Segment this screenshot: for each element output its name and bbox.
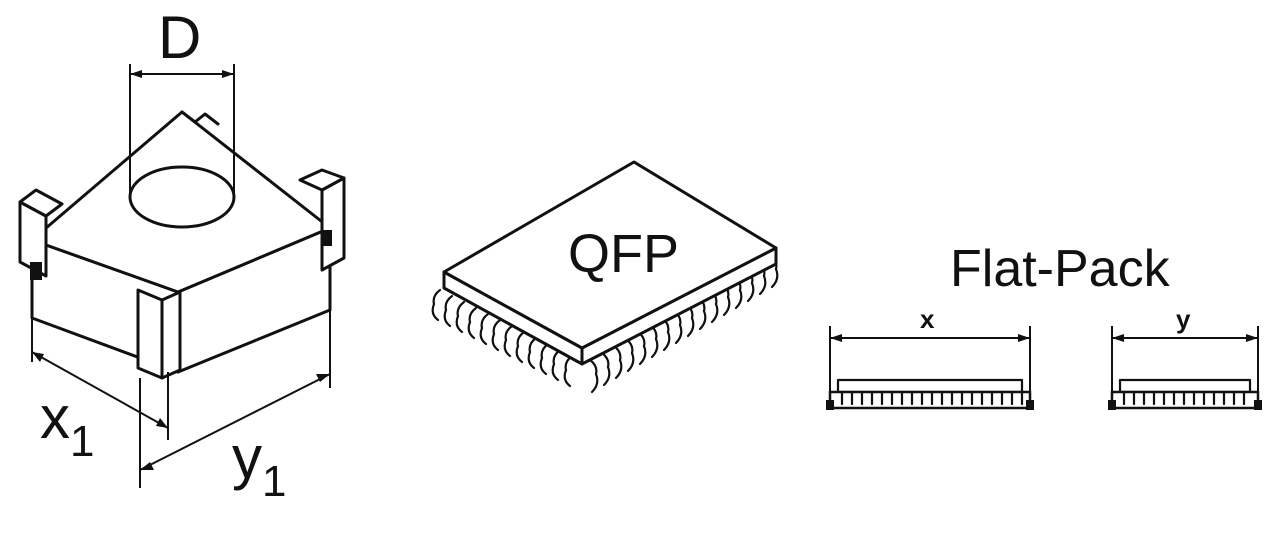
label-flat-y: y — [1176, 304, 1191, 334]
nozzle-block — [18, 110, 346, 380]
flatpack-x-leads — [828, 390, 1032, 410]
dimension-x1: x1 — [31, 318, 169, 466]
dimension-D: D — [129, 4, 235, 196]
clip-left — [30, 262, 42, 280]
label-flat-x: x — [920, 304, 935, 334]
flatpack-x-body — [836, 378, 1024, 394]
flatpack-x-view: x — [826, 304, 1034, 410]
clip-right — [322, 230, 332, 246]
label-D: D — [158, 4, 201, 71]
label-qfp: QFP — [568, 224, 679, 284]
label-x1: x1 — [40, 384, 94, 466]
corner-tab-right — [320, 176, 346, 272]
flatpack-y-view: y — [1108, 304, 1262, 410]
qfp-pins-front-left — [431, 288, 574, 388]
qfp-chip: QFP — [431, 160, 779, 394]
flatpack-y-body — [1118, 378, 1252, 394]
label-y1: y1 — [232, 424, 286, 506]
corner-tab-front — [136, 288, 164, 380]
block-notch — [180, 110, 220, 126]
qfp-body-top — [442, 160, 778, 350]
label-flat-pack: Flat-Pack — [950, 240, 1171, 298]
dimension-y1: y1 — [139, 310, 331, 506]
nozzle-hole — [128, 165, 236, 229]
